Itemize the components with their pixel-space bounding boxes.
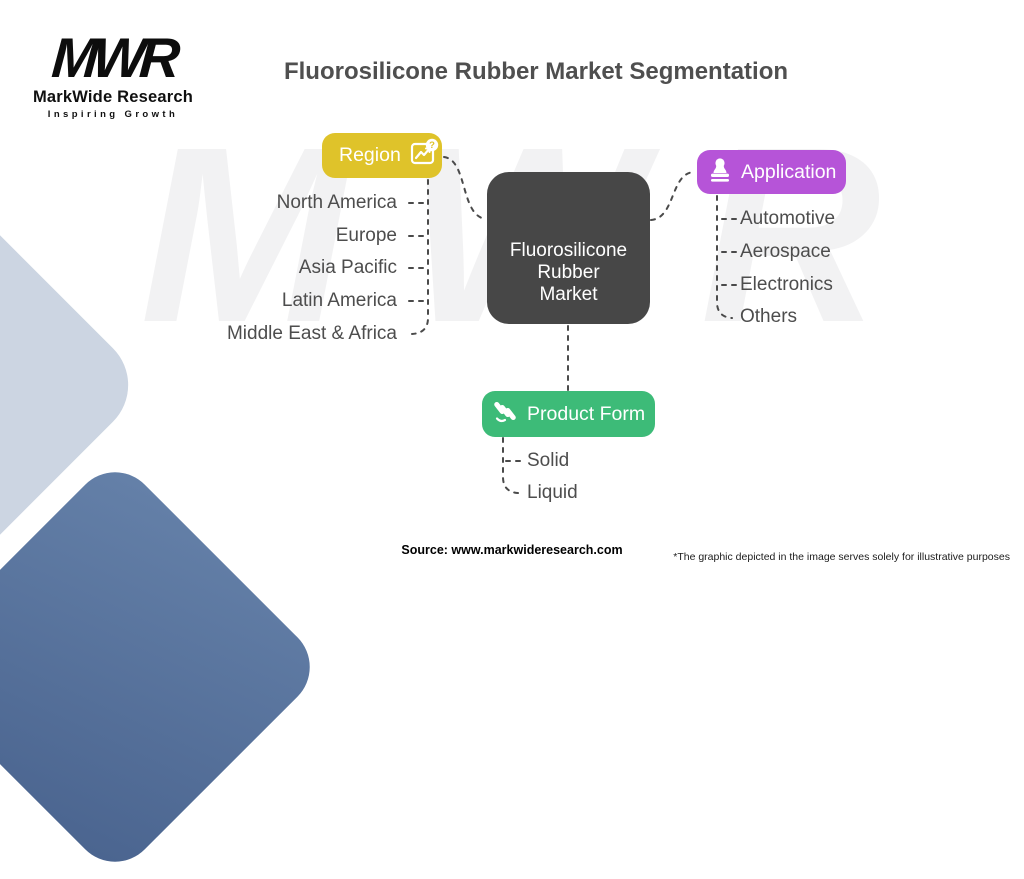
region-badge: Region ? [322,133,442,178]
svg-text:?: ? [429,140,435,151]
connector-center-to-application [650,171,696,221]
connector-region-to-center [443,156,487,220]
item-north-america: North America [276,192,397,213]
item-middle-east-africa: Middle East & Africa [226,323,397,344]
center-node-line: Fluorosilicone [509,240,628,261]
brand-logo-name: MarkWide Research [32,88,194,106]
item-solid: Solid [527,450,570,471]
chart-search-icon: ? [408,137,440,174]
connector-product-form-trunk [502,437,519,494]
source-text: Source: www.markwideresearch.com [401,543,623,557]
whisk-icon [491,397,521,432]
connector-application-trunk [716,195,733,319]
item-aerospace: Aerospace [740,241,831,262]
item-liquid: Liquid [527,482,578,503]
application-badge: Application [697,150,846,194]
region-badge-label: Region [339,144,401,166]
item-others: Others [740,306,798,327]
item-electronics: Electronics [740,274,833,295]
disclaimer-text: *The graphic depicted in the image serve… [673,551,1010,563]
center-node-line: Market [539,284,598,305]
center-node-line: Rubber [537,262,600,283]
item-europe: Europe [335,225,397,246]
center-node: Fluorosilicone Rubber Market [487,172,650,324]
product-form-badge-label: Product Form [527,402,646,425]
item-automotive: Automotive [740,208,836,229]
application-badge-label: Application [741,160,837,183]
brand-logo: MWR MarkWide Research Inspiring Growth [28,26,198,120]
page-title: Fluorosilicone Rubber Market Segmentatio… [283,58,789,85]
connector-region-trunk [411,179,429,335]
stamp-icon [705,155,735,190]
item-asia-pacific: Asia Pacific [298,257,397,278]
product-form-badge: Product Form [482,391,655,437]
brand-logo-tagline: Inspiring Growth [47,109,179,120]
item-latin-america: Latin America [281,290,397,311]
connector-layer [408,156,737,494]
